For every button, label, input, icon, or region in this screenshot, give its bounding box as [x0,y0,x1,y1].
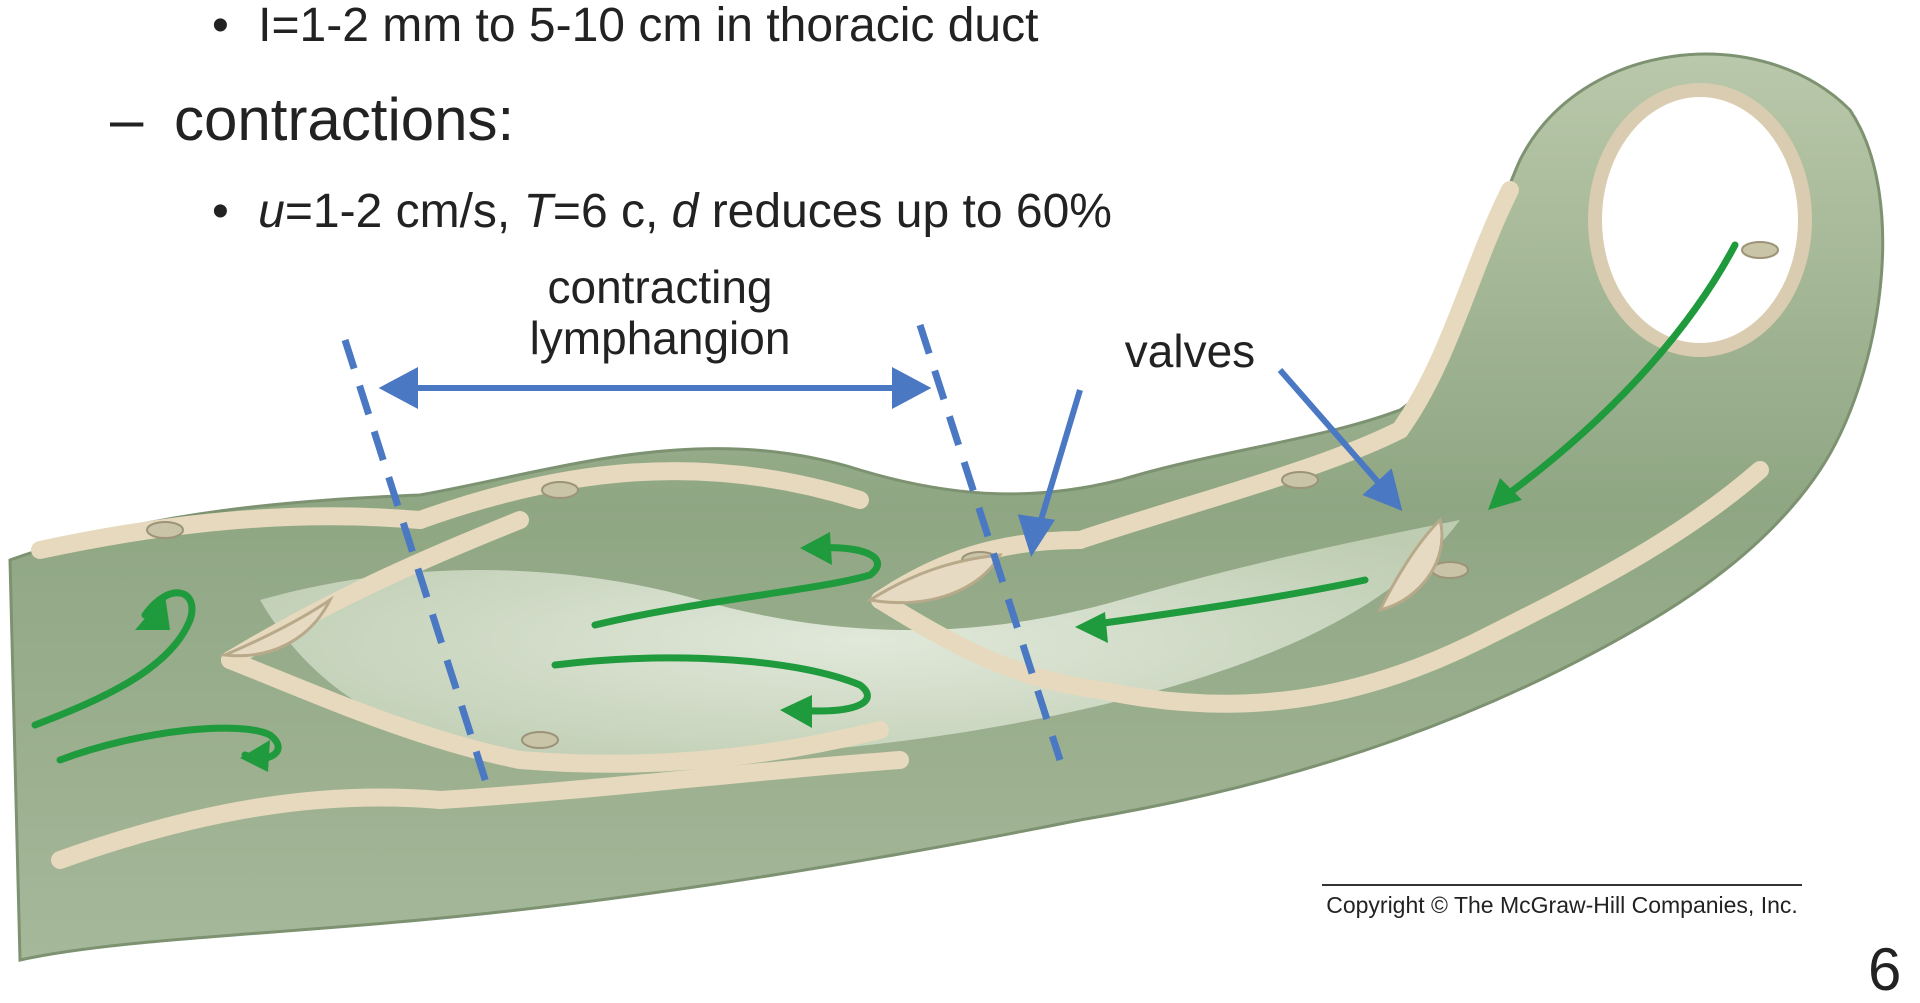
lymphatic-vessel-illustration [0,0,1920,966]
lymphangion-span-arrow [385,372,925,404]
vessel-opening [1595,90,1805,350]
